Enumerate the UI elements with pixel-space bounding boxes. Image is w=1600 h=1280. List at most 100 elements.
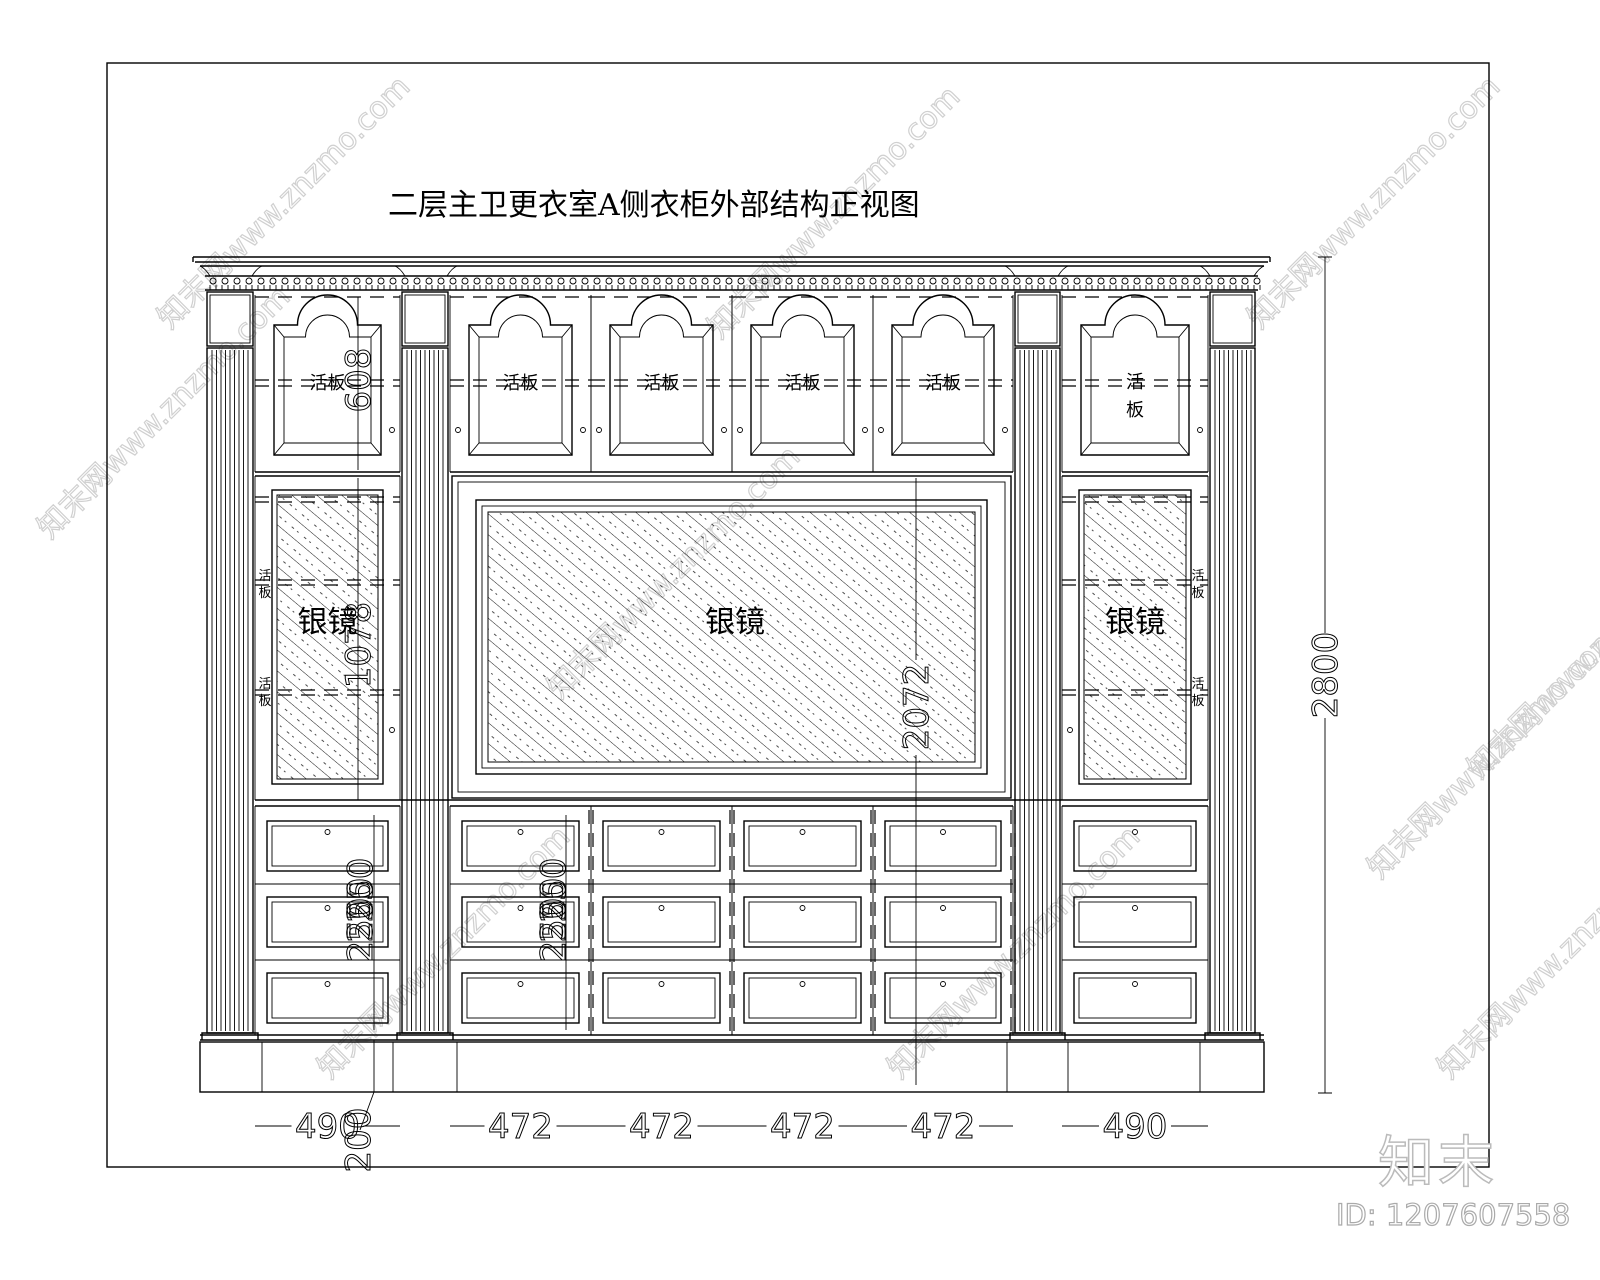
drawer-panel	[271, 977, 384, 1019]
dentil-ornament	[1097, 277, 1105, 285]
drawer-knob	[517, 981, 524, 987]
dentil-ornament	[1241, 277, 1249, 285]
door-panel-bevel	[609, 324, 714, 456]
drawer-bay-edge	[1061, 806, 1209, 1035]
door-knob	[862, 427, 868, 433]
pilaster-base	[1009, 1032, 1066, 1040]
door-panel-outer	[273, 294, 382, 456]
dentil-ornament	[317, 277, 325, 285]
dentil-ornament	[461, 277, 469, 285]
label-silver-mirror: 银镜	[298, 605, 358, 640]
drawer-panel	[607, 901, 716, 943]
dentil-ornament	[449, 277, 457, 285]
dimension-drawer-height: 250	[534, 878, 574, 943]
dentil-ornament	[389, 277, 397, 285]
dentil-ornament	[341, 277, 349, 285]
dimension-drawer-height: 250	[534, 898, 574, 963]
dimension-total-height: 2800	[1306, 632, 1346, 719]
drawer-knob	[940, 905, 946, 911]
dentil-ornament	[1157, 277, 1165, 285]
dentil-ornament	[905, 277, 913, 285]
door-knob	[455, 427, 461, 433]
dentil	[1001, 285, 1009, 290]
drawer-front	[1073, 972, 1197, 1024]
dentil	[305, 285, 313, 290]
dentil-ornament	[641, 277, 649, 285]
dentil	[209, 285, 217, 290]
center-mirror-frame-4	[481, 505, 982, 769]
label-movable-shelf: 活板	[503, 373, 539, 394]
dentil	[593, 285, 601, 290]
dentil-ornament	[821, 277, 829, 285]
label-movable-shelf-side: 活	[1191, 677, 1204, 692]
dentil-ornament	[425, 277, 433, 285]
drawer-panel	[271, 901, 384, 943]
dentil	[917, 285, 925, 290]
dimension-middle-height: 1078	[339, 602, 379, 689]
dentil	[629, 285, 637, 290]
dentil-ornament	[437, 277, 445, 285]
drawer-knob	[517, 905, 524, 911]
dimension-width: 472	[911, 1107, 976, 1147]
door-panel-outer	[468, 294, 573, 456]
dentil	[785, 285, 793, 290]
label-movable-shelf: 活板	[644, 373, 680, 394]
dentil	[269, 285, 277, 290]
drawer-front	[266, 972, 389, 1024]
dentil	[389, 285, 397, 290]
dentil	[845, 285, 853, 290]
dentil	[1109, 285, 1117, 290]
shelf-line	[591, 379, 732, 387]
dentil-ornament	[605, 277, 613, 285]
drawer-front	[461, 820, 580, 872]
dentil	[425, 285, 433, 290]
dentil-ornament	[989, 277, 997, 285]
drawer-panel	[748, 825, 857, 867]
drawer-panel	[748, 901, 857, 943]
door-panel-inner	[283, 314, 372, 444]
dentil-ornament	[329, 277, 337, 285]
dentil-ornament	[293, 277, 301, 285]
dentil-ornament	[533, 277, 541, 285]
dentil-ornament	[1193, 277, 1201, 285]
drawer-panel	[1078, 901, 1192, 943]
dentil-ornament	[377, 277, 385, 285]
dentil	[665, 285, 673, 290]
dentil	[1157, 285, 1165, 290]
drawer-front	[743, 972, 862, 1024]
shelf-line	[732, 379, 873, 387]
dimension-drawer-height: 250	[341, 898, 381, 963]
dentil	[413, 285, 421, 290]
drawer-panel	[466, 901, 575, 943]
dentil	[1241, 285, 1249, 290]
dentil-ornament	[1145, 277, 1153, 285]
dentil	[1205, 285, 1213, 290]
dentil	[677, 285, 685, 290]
dentil	[761, 285, 769, 290]
dentil-ornament	[1181, 277, 1189, 285]
dentil	[365, 285, 373, 290]
dentil	[905, 285, 913, 290]
dentil-ornament	[1037, 277, 1045, 285]
dimension-width: 490	[295, 1107, 360, 1147]
drawer-panel	[889, 977, 997, 1019]
shelf-line	[1062, 379, 1208, 387]
drawer-knob	[324, 981, 331, 987]
pilaster-shaft	[1209, 347, 1256, 1034]
dentil	[257, 285, 265, 290]
dentil	[929, 285, 937, 290]
dentil-ornament	[1133, 277, 1141, 285]
hidden-line	[588, 810, 594, 1035]
drawer-front	[266, 896, 389, 948]
drawer-panel	[271, 825, 384, 867]
dentil	[497, 285, 505, 290]
dentil-ornament	[401, 277, 409, 285]
pilaster-base	[1204, 1032, 1261, 1040]
dentil	[953, 285, 961, 290]
dentil-ornament	[1169, 277, 1177, 285]
dentil	[725, 285, 733, 290]
dentil	[557, 285, 565, 290]
drawing-title: 二层主卫更衣室A侧衣柜外部结构正视图	[388, 188, 920, 223]
pilaster-capital-inner	[1017, 294, 1058, 344]
